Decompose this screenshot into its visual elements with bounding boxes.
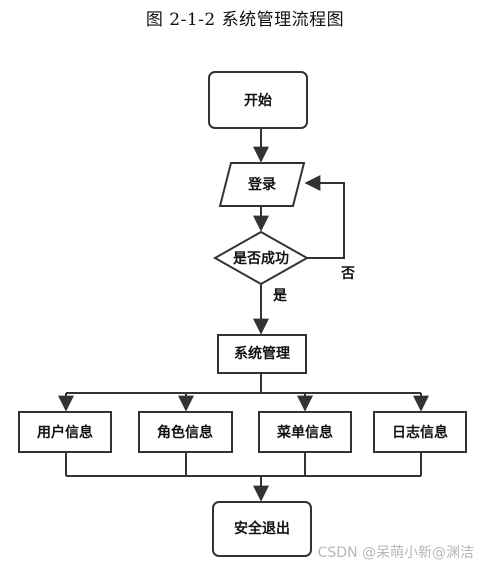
menu-info-node <box>258 411 352 453</box>
menu-info-label: 菜单信息 <box>276 424 333 441</box>
edge-decision-no <box>304 175 345 259</box>
start-node <box>208 71 308 129</box>
login-label: 登录 <box>247 176 276 193</box>
system-manage-node <box>217 334 307 374</box>
log-info-label: 日志信息 <box>392 424 448 441</box>
role-info-label: 角色信息 <box>157 424 213 441</box>
user-info-label: 用户信息 <box>37 424 93 441</box>
watermark-text: CSDN @呆萌小新@渊洁 <box>317 545 474 561</box>
edge-yes-label: 是 <box>273 288 288 304</box>
login-node <box>218 162 306 207</box>
edge-no-label: 否 <box>340 266 355 282</box>
start-label: 开始 <box>244 92 272 109</box>
user-info-node <box>18 411 112 453</box>
figure-title: 图 2-1-2 系统管理流程图 <box>145 9 345 30</box>
role-info-node <box>138 411 233 453</box>
system-manage-label: 系统管理 <box>234 345 290 362</box>
logout-label: 安全退出 <box>234 520 290 537</box>
logout-node <box>212 501 312 557</box>
decision-label: 是否成功 <box>233 250 289 267</box>
log-info-node <box>373 411 467 453</box>
